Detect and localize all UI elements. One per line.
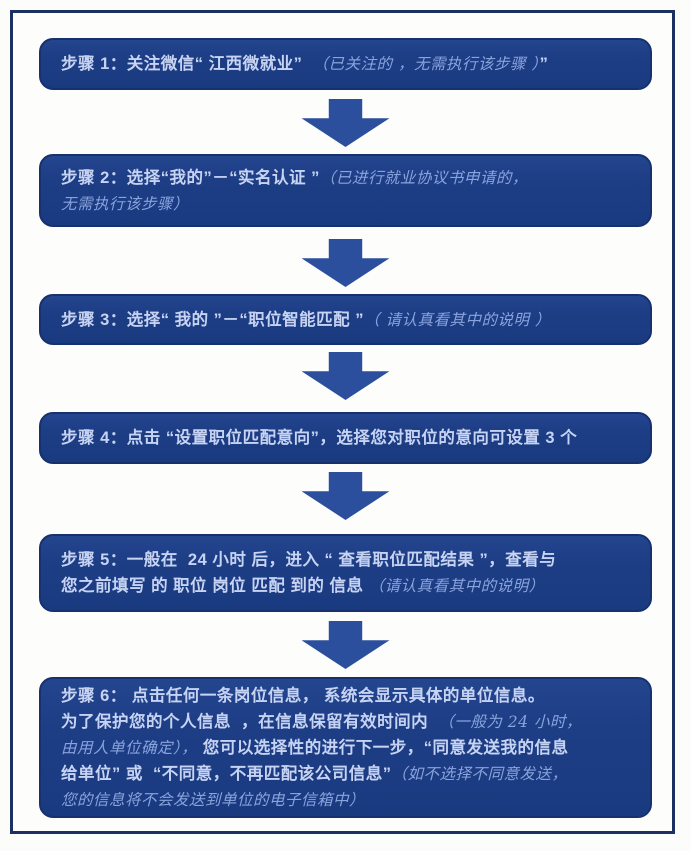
step-6-text-d: 给单位” 或 “不同意，不再匹配该公司信息” <box>61 764 392 783</box>
step-4-line-1: 步骤 4：点击 “设置职位匹配意向”，选择您对职位的意向可设置 3 个 <box>61 425 636 451</box>
down-arrow-icon <box>301 472 390 520</box>
step-2-note-a: （已进行就业协议书申请的， <box>319 168 528 187</box>
step-5-line-1: 步骤 5：一般在 24 小时 后，进入 “ 查看职位匹配结果 ”，查看与 <box>61 547 636 573</box>
step-2-text: 步骤 2：选择“我的”－“实名认证 ” <box>61 168 320 187</box>
down-arrow-icon <box>301 352 390 400</box>
step-6-note-a: （一般为 24 小时， <box>438 712 582 731</box>
step-5-text-a: 步骤 5：一般在 24 小时 后，进入 “ 查看职位匹配结果 ”，查看与 <box>61 551 557 569</box>
step-1-line-1: 步骤 1：关注微信“ 江西微就业” （已关注的 ，无需执行该步骤 ）” <box>61 51 636 77</box>
step-2-line-1: 步骤 2：选择“我的”－“实名认证 ”（已进行就业协议书申请的， <box>61 165 636 191</box>
down-arrow-icon <box>301 621 390 669</box>
step-1-note: （已关注的 ，无需执行该步骤 ） <box>312 55 540 73</box>
step-6-text-c: 您可以选择性的进行下一步，“同意发送我的信息 <box>202 738 569 757</box>
flowchart-content: 步骤 1：关注微信“ 江西微就业” （已关注的 ，无需执行该步骤 ）” 步骤 2… <box>13 13 672 818</box>
step-6-note-d: 您的信息将不会发送到单位的电子信箱中） <box>61 790 366 809</box>
step-3-note: （ 请认真看其中的说明 ） <box>364 310 551 329</box>
step-6-text-a: 步骤 6： 点击任何一条岗位信息， 系统会显示具体的单位信息。 <box>61 686 545 705</box>
step-box-5: 步骤 5：一般在 24 小时 后，进入 “ 查看职位匹配结果 ”，查看与 您之前… <box>39 534 652 612</box>
step-5-line-2: 您之前填写 的 职位 岗位 匹配 到的 信息 （请认真看其中的说明） <box>61 573 636 599</box>
step-5-text-b: 您之前填写 的 职位 岗位 匹配 到的 信息 <box>61 577 369 595</box>
step-6-line-2: 为了保护您的个人信息 ，在信息保留有效时间内 （一般为 24 小时， <box>61 709 636 735</box>
step-box-3: 步骤 3：选择“ 我的 ”－“职位智能匹配 ”（ 请认真看其中的说明 ） <box>39 294 652 345</box>
step-3-text: 步骤 3：选择“ 我的 ”－“职位智能匹配 ” <box>61 310 365 329</box>
step-2-line-2: 无需执行该步骤） <box>61 191 636 217</box>
step-6-line-1: 步骤 6： 点击任何一条岗位信息， 系统会显示具体的单位信息。 <box>61 683 636 709</box>
step-box-2: 步骤 2：选择“我的”－“实名认证 ”（已进行就业协议书申请的， 无需执行该步骤… <box>39 154 652 227</box>
step-1-text: 步骤 1：关注微信“ 江西微就业” <box>61 55 313 73</box>
step-2-note-b: 无需执行该步骤） <box>61 194 190 213</box>
step-6-text-b: 为了保护您的个人信息 ，在信息保留有效时间内 <box>61 712 439 731</box>
down-arrow-icon <box>301 239 390 287</box>
step-1-quote: ” <box>539 55 549 73</box>
step-6-line-5: 您的信息将不会发送到单位的电子信箱中） <box>61 787 636 813</box>
step-6-note-c: （如不选择不同意发送， <box>391 764 568 783</box>
step-box-1: 步骤 1：关注微信“ 江西微就业” （已关注的 ，无需执行该步骤 ）” <box>39 38 652 90</box>
step-box-4: 步骤 4：点击 “设置职位匹配意向”，选择您对职位的意向可设置 3 个 <box>39 412 652 464</box>
step-box-6: 步骤 6： 点击任何一条岗位信息， 系统会显示具体的单位信息。 为了保护您的个人… <box>39 677 652 818</box>
down-arrow-icon <box>301 99 390 147</box>
flowchart-frame: 步骤 1：关注微信“ 江西微就业” （已关注的 ，无需执行该步骤 ）” 步骤 2… <box>10 10 675 834</box>
step-6-line-4: 给单位” 或 “不同意，不再匹配该公司信息”（如不选择不同意发送， <box>61 761 636 787</box>
step-5-note: （请认真看其中的说明） <box>368 577 545 595</box>
step-4-text: 步骤 4：点击 “设置职位匹配意向”，选择您对职位的意向可设置 3 个 <box>61 429 578 447</box>
step-3-line-1: 步骤 3：选择“ 我的 ”－“职位智能匹配 ”（ 请认真看其中的说明 ） <box>61 307 636 333</box>
step-6-note-b: 由用人单位确定）， <box>61 738 203 757</box>
step-6-line-3: 由用人单位确定）， 您可以选择性的进行下一步，“同意发送我的信息 <box>61 735 636 761</box>
